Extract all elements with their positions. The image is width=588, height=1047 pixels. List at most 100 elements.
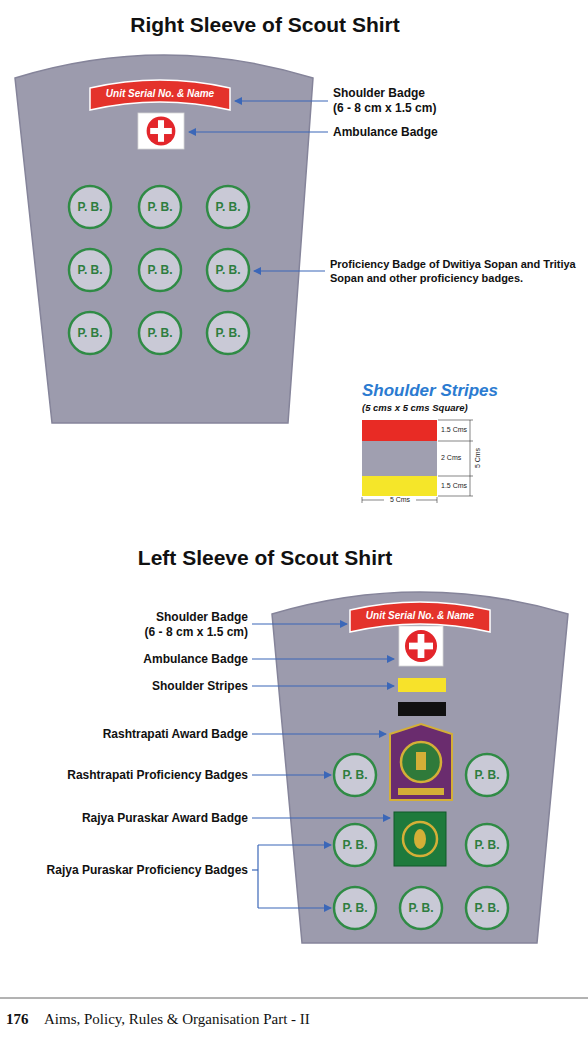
badge-label: P. B. (342, 838, 367, 852)
badge-ground (399, 626, 443, 666)
badge-label: P. B. (215, 326, 240, 340)
badge-label: P. B. (147, 326, 172, 340)
badge-circle (69, 186, 111, 228)
emblem (416, 752, 426, 770)
ambulance-badge (399, 626, 443, 666)
badge-text: Unit Serial No. & Name (106, 88, 214, 100)
leader-line (258, 907, 331, 908)
callout-label: Ambulance Badge (333, 125, 438, 139)
badge-ring (401, 742, 441, 782)
badge-circle (466, 887, 508, 929)
badge-circle (334, 824, 376, 866)
sleeve-outline: Right Sleeve of Scout ShirtUnit Serial N… (15, 52, 313, 424)
footer-rule (0, 998, 588, 999)
badge-circle (69, 249, 111, 291)
badge-label: P. B. (474, 838, 499, 852)
ambulance-badge (138, 113, 184, 149)
shoulder-band (90, 80, 230, 110)
red-disc (147, 117, 176, 146)
badge-label: P. B. (342, 901, 367, 915)
callout-label: Rashtrapati Award Badge (103, 727, 248, 741)
shoulder-band (350, 602, 490, 632)
dimension-label: 1.5 Cms (441, 426, 467, 434)
yellow-stripe (398, 678, 446, 692)
dimension-line (362, 500, 384, 501)
badge-circle (139, 312, 181, 354)
leader-lines (189, 101, 394, 908)
callout-label: Rashtrapati Proficiency Badges (67, 768, 248, 782)
leader-line (189, 131, 328, 132)
sleeve-shape (15, 55, 313, 423)
leader-line (252, 685, 394, 686)
proficiency-badge: P. B. (464, 822, 510, 868)
proficiency-badge: P. B. (67, 310, 113, 356)
yellow-band (362, 476, 437, 496)
rashtrapati-badge (390, 724, 452, 800)
red-disc (405, 630, 437, 662)
badge-label: P. B. (408, 901, 433, 915)
badge-ground (394, 812, 446, 866)
badge-label: P. B. (77, 263, 102, 277)
proficiency-badge: P. B. (137, 310, 183, 356)
bracket-line (257, 845, 258, 908)
leader-line (254, 270, 325, 271)
badge-circle (139, 249, 181, 291)
dimension-line (438, 441, 473, 442)
leader-line (252, 623, 347, 624)
dimension-line (438, 420, 473, 421)
red-band (362, 420, 437, 441)
proficiency-badge: P. B. (205, 184, 251, 230)
badge-circle (466, 754, 508, 796)
dimension-label: 2 Cms (441, 454, 461, 462)
cross-bar (418, 634, 425, 658)
badge-circle (334, 887, 376, 929)
callout-label: Shoulder Stripes (152, 679, 248, 693)
badge-label: P. B. (474, 768, 499, 782)
badge-circle (207, 186, 249, 228)
badge-label: P. B. (147, 200, 172, 214)
callout-label: Rajya Puraskar Proficiency Badges (47, 863, 248, 877)
dimension-line (438, 496, 473, 497)
running-footer: Aims, Policy, Rules & Organisation Part … (44, 1010, 310, 1028)
proficiency-badge: P. B. (332, 822, 378, 868)
badge-ground (138, 113, 184, 149)
badge-circle (69, 312, 111, 354)
dimension-line (470, 420, 471, 496)
sleeve-title: Left Sleeve of Scout Shirt (138, 545, 392, 571)
page-number: 176 (6, 1010, 29, 1028)
badge-label: P. B. (77, 200, 102, 214)
badge-label: P. B. (77, 326, 102, 340)
badge-circle (334, 754, 376, 796)
badge-circle (207, 249, 249, 291)
proficiency-badge: P. B. (332, 885, 378, 931)
callout-label: Shoulder Badge (156, 610, 248, 624)
dimension-label: (6 - 8 cm x 1.5 cm) (145, 625, 248, 639)
proficiency-badge: P. B. (67, 184, 113, 230)
shoulder-badge: Unit Serial No. & Name (350, 602, 490, 634)
badge-circle (466, 824, 508, 866)
dimension-lines (362, 420, 473, 503)
badge-label: P. B. (215, 263, 240, 277)
badge-ribbon (398, 788, 444, 795)
proficiency-badge: P. B. (137, 184, 183, 230)
dimension-label: 5 Cms (390, 496, 410, 504)
leader-line (252, 733, 386, 734)
badge-label: P. B. (474, 901, 499, 915)
badge-label: P. B. (147, 263, 172, 277)
grey-band (362, 441, 437, 476)
shoulder-badge: Unit Serial No. & Name (90, 80, 230, 112)
badge-circle (400, 887, 442, 929)
cross-bar (158, 120, 164, 142)
badge-text: Unit Serial No. & Name (366, 610, 474, 622)
proficiency-badge: P. B. (205, 247, 251, 293)
badge-label: P. B. (342, 768, 367, 782)
proficiency-badge: P. B. (464, 752, 510, 798)
dimension-label: 1.5 Cms (441, 482, 467, 490)
proficiency-badge: P. B. (398, 885, 444, 931)
leader-line (258, 844, 331, 845)
badge-circle (207, 312, 249, 354)
dimension-line (416, 500, 437, 501)
callout-label: Shoulder Badge (333, 86, 425, 100)
leader-line (252, 817, 390, 818)
sleeve-shape (272, 592, 568, 943)
